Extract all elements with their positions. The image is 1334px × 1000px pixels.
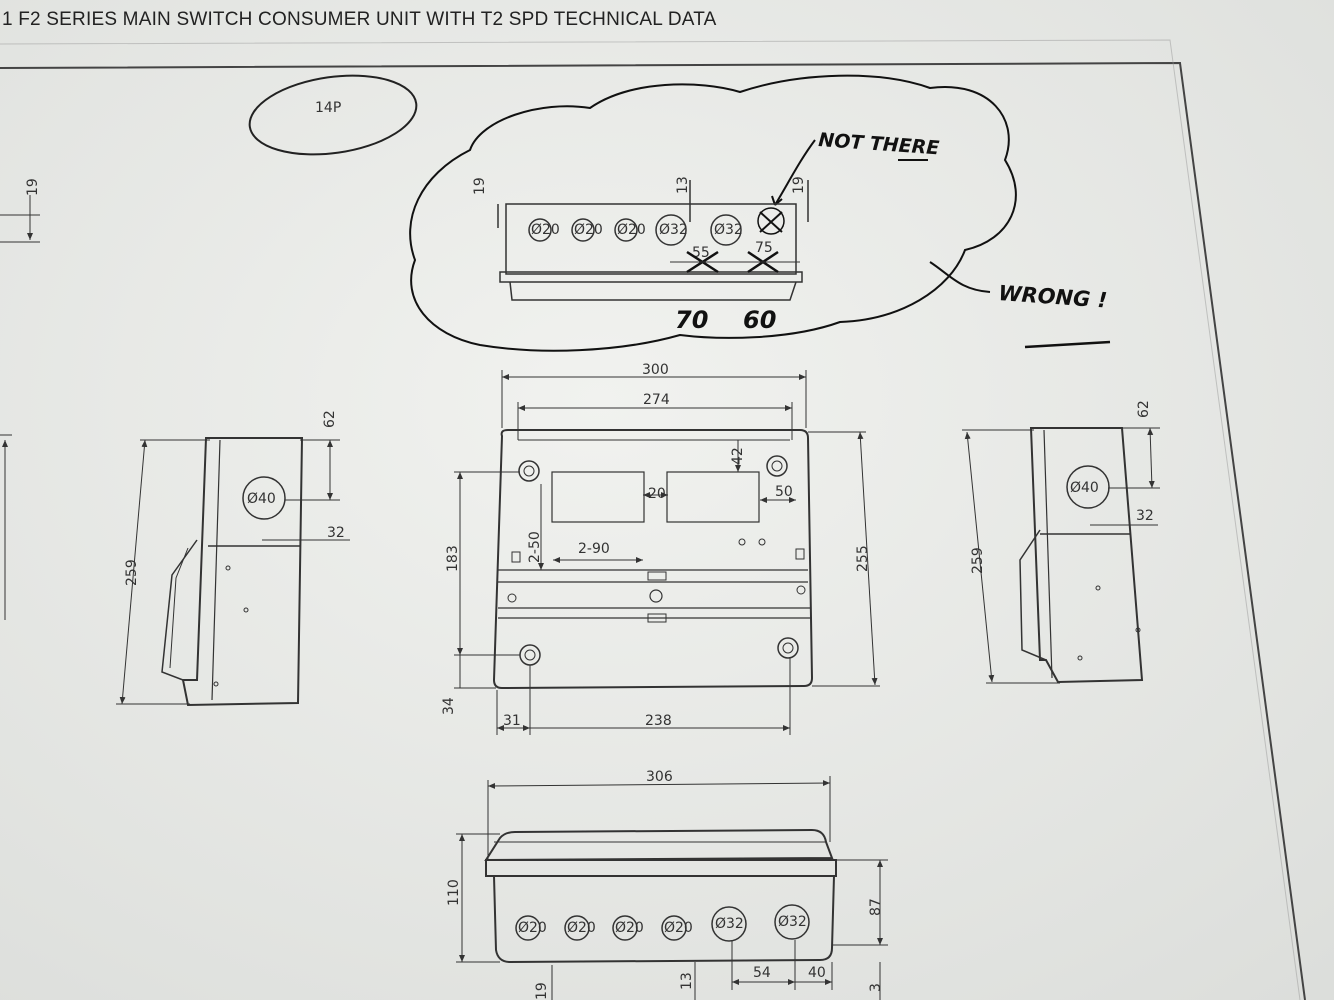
top-d13: 13 [675, 176, 691, 194]
correction-70: 70 [675, 306, 708, 334]
annotation-cloud [409, 74, 1017, 352]
front-d50: 50 [775, 484, 793, 500]
top-hole-4-label: Ø32 [659, 222, 688, 238]
document-title: 1 F2 SERIES MAIN SWITCH CONSUMER UNIT WI… [2, 9, 717, 30]
front-d238: 238 [645, 713, 672, 729]
front-w300: 300 [642, 362, 669, 378]
bottom-holes: Ø20 Ø20 Ø20 Ø20 Ø32 Ø32 [515, 904, 810, 942]
right-hole: Ø40 [1070, 480, 1099, 496]
front-h183: 183 [445, 545, 461, 572]
top-hole-6 [757, 207, 785, 235]
bottom-d40: 40 [808, 965, 826, 981]
top-hole-2-label: Ø20 [574, 222, 603, 238]
front-d2x90: 2-90 [578, 541, 610, 557]
correction-60: 60 [743, 306, 776, 334]
bottom-hole-2-label: Ø20 [567, 920, 596, 936]
bottom-hole-1-label: Ø20 [518, 920, 547, 936]
bottom-hole-6 [774, 904, 810, 940]
bottom-hole-4-label: Ø20 [664, 920, 693, 936]
bottom-d54: 54 [753, 965, 771, 981]
front-d2x50: 2-50 [527, 531, 543, 563]
top-hole-3 [614, 218, 638, 242]
right-d62: 62 [1136, 400, 1152, 418]
top-hole-1-label: Ø20 [531, 222, 560, 238]
bottom-hole-2 [564, 915, 590, 941]
top-d19b: 19 [791, 176, 807, 194]
bottom-h87: 87 [868, 898, 884, 916]
top-d19: 19 [472, 177, 488, 195]
top-holes: Ø20 Ø20 Ø20 Ø32 Ø32 [528, 207, 785, 246]
top-hole-2 [571, 218, 595, 242]
drawing-border [0, 61, 1306, 1000]
bottom-w306: 306 [646, 769, 673, 785]
left-d32: 32 [327, 525, 345, 541]
bottom-hole-3-label: Ø20 [615, 920, 644, 936]
front-h255: 255 [855, 545, 871, 572]
bottom-hole-5 [711, 906, 747, 942]
front-view [492, 429, 814, 690]
bottom-view [484, 828, 837, 964]
bottom-hole-3 [612, 915, 638, 941]
right-h259: 259 [970, 547, 986, 574]
right-d32: 32 [1136, 508, 1154, 524]
bottom-hole-5-label: Ø32 [715, 916, 744, 932]
front-d34: 34 [441, 697, 457, 715]
bottom-d19: 19 [534, 982, 550, 1000]
top-d75: 75 [755, 240, 773, 256]
left-h259: 259 [124, 559, 140, 586]
edge-d19: 19 [25, 178, 41, 196]
front-d42: 42 [730, 447, 746, 465]
circled-label: 14P [315, 100, 341, 116]
top-view [497, 180, 809, 301]
top-hole-5-label: Ø32 [714, 222, 743, 238]
left-hole: Ø40 [247, 491, 276, 507]
left-side-view [161, 437, 304, 707]
bottom-d13: 13 [679, 972, 695, 990]
top-hole-4 [655, 214, 687, 246]
bottom-hole-4 [661, 915, 687, 941]
front-w274: 274 [643, 392, 670, 408]
front-d20: 20 [648, 486, 666, 502]
left-d62: 62 [322, 410, 338, 428]
front-d31: 31 [503, 713, 521, 729]
bottom-hole-6-label: Ø32 [778, 914, 807, 930]
bottom-h110: 110 [446, 879, 462, 906]
bottom-d3: 3 [868, 983, 884, 992]
bottom-hole-1 [515, 915, 541, 941]
circled-label-ellipse [248, 74, 418, 156]
top-hole-5 [710, 214, 742, 246]
top-hole-1 [528, 218, 552, 242]
top-hole-3-label: Ø20 [617, 222, 646, 238]
left-edge-fragment [0, 195, 40, 620]
